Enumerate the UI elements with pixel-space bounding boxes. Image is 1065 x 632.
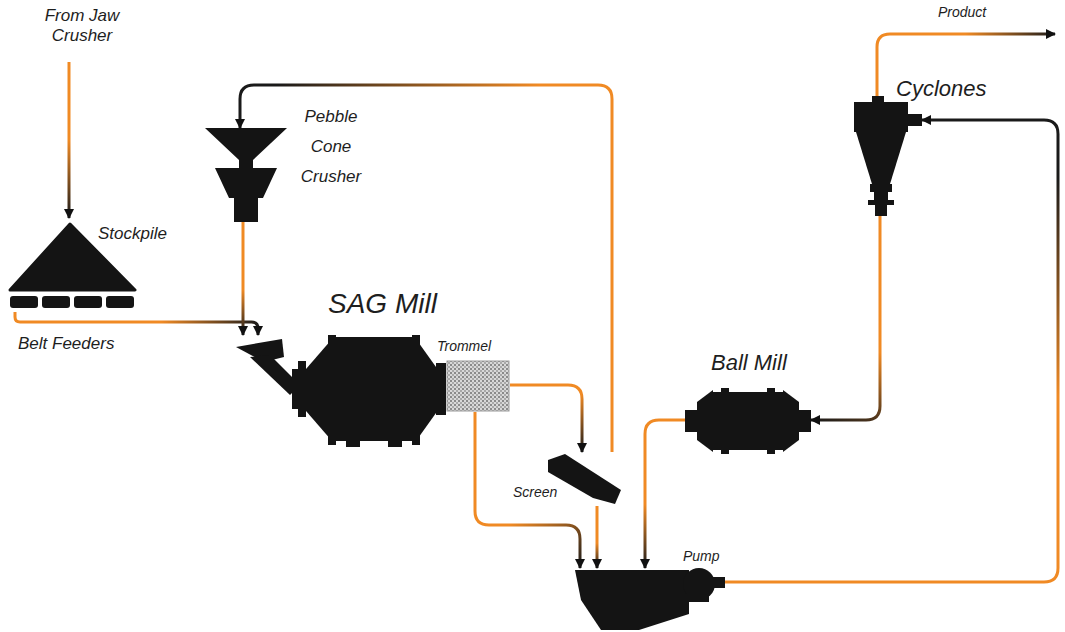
slurry-flow-line bbox=[240, 85, 612, 452]
slurry-flow-line bbox=[811, 216, 880, 420]
pump-sump-shape bbox=[575, 568, 725, 630]
sag-mill: SAG Mill bbox=[236, 335, 446, 447]
product-label: Product bbox=[938, 4, 986, 21]
ball-mill: Ball Mill bbox=[685, 388, 811, 454]
pump-sump: Pump bbox=[575, 568, 725, 630]
equipment-label: Stockpile bbox=[98, 224, 167, 244]
slurry-flow-line bbox=[645, 420, 685, 568]
slurry-flow-line bbox=[475, 412, 580, 568]
cyclone: Cyclones bbox=[850, 96, 922, 216]
equipment-label: Cyclones bbox=[896, 76, 986, 102]
pebble-cone-crusher: Pebble Cone Crusher bbox=[205, 128, 287, 222]
equipment-label: SAG Mill bbox=[328, 287, 437, 321]
slurry-flow-line bbox=[510, 385, 582, 452]
slurry-flow-line bbox=[596, 506, 599, 568]
equipment-label: Trommel bbox=[437, 338, 491, 355]
pebble-cone-crusher-shape bbox=[205, 128, 287, 222]
trommel-shape bbox=[446, 360, 510, 412]
stockpile: Stockpile bbox=[8, 222, 138, 312]
equipment-label: Screen bbox=[513, 484, 557, 501]
equipment-label: Pebble Cone Crusher bbox=[291, 102, 371, 192]
cyclone-shape bbox=[850, 96, 922, 216]
sag-mill-shape bbox=[236, 335, 446, 447]
feeder-label: Belt Feeders bbox=[18, 334, 114, 354]
trommel: Trommel bbox=[446, 360, 510, 412]
source-label: From Jaw Crusher bbox=[30, 6, 134, 47]
equipment-label: Pump bbox=[683, 548, 720, 565]
jaw-crusher-feed-line bbox=[68, 62, 71, 218]
slurry-flow-line bbox=[242, 222, 245, 335]
slurry-flow-line bbox=[15, 312, 258, 335]
ball-mill-shape bbox=[685, 388, 811, 454]
equipment-label: Ball Mill bbox=[711, 350, 787, 376]
screen: Screen bbox=[545, 452, 623, 506]
